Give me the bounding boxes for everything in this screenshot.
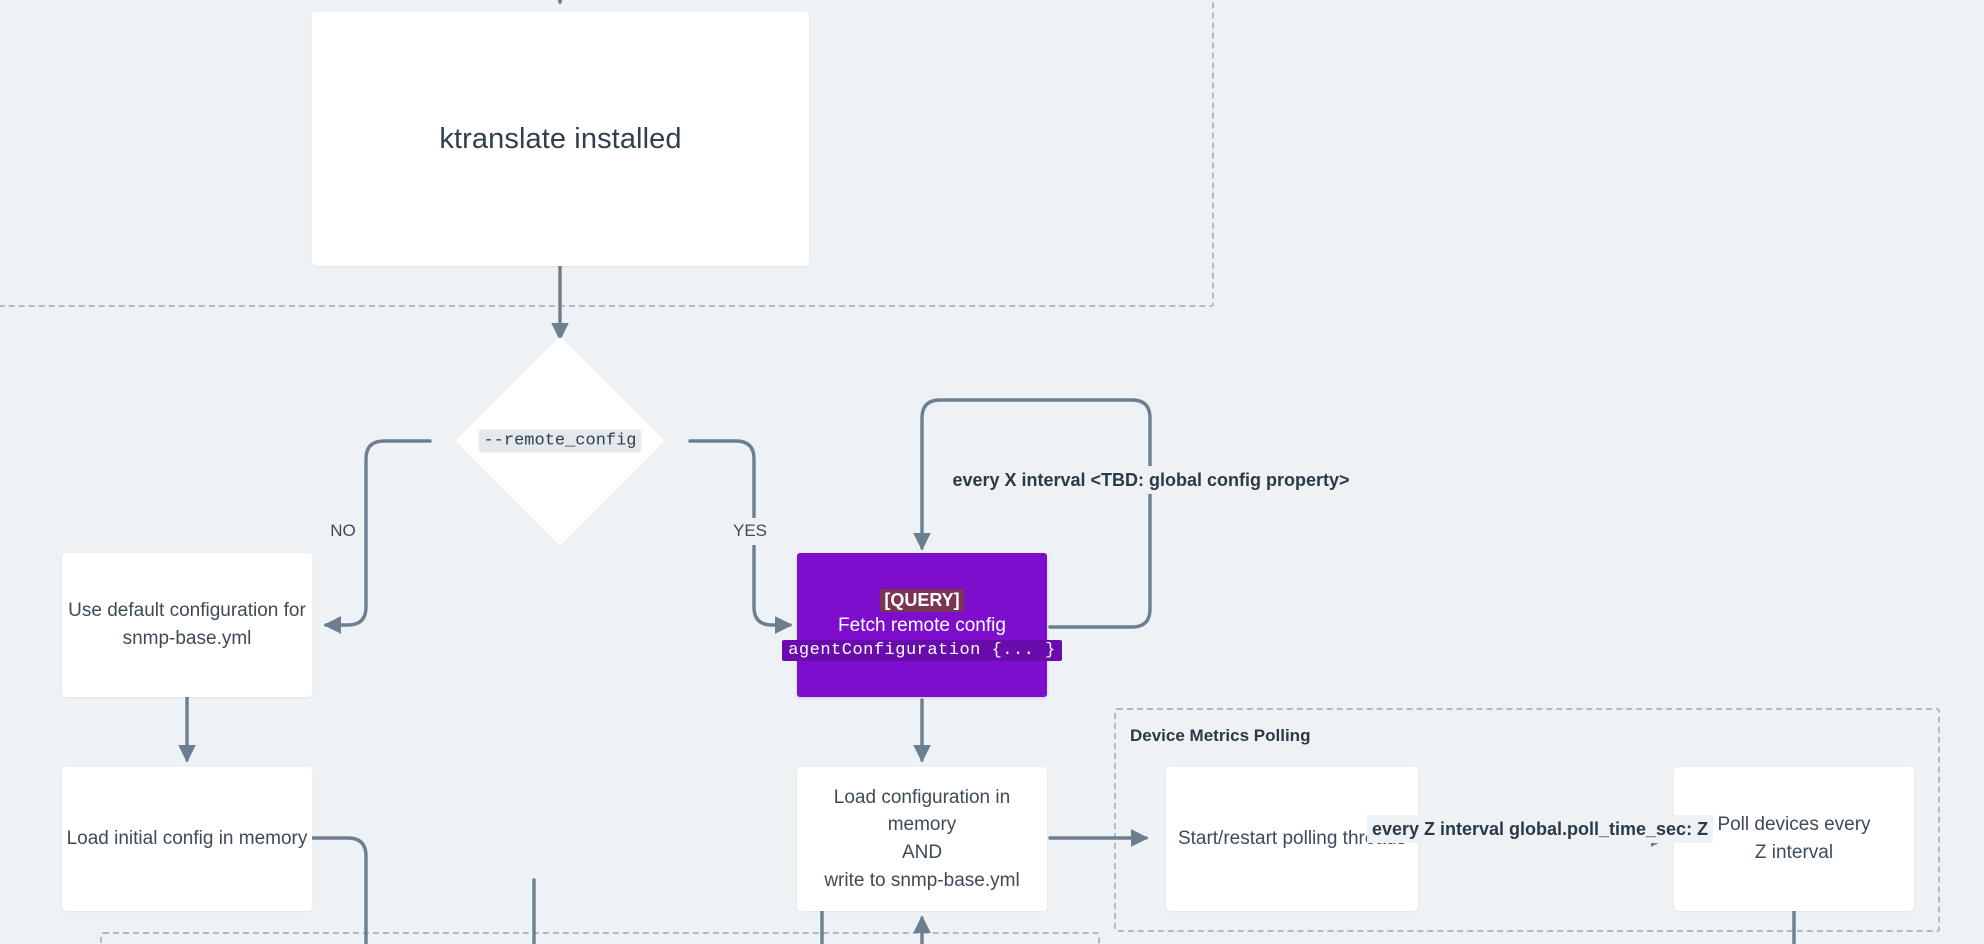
group-config-region [100,932,1100,944]
node-ktranslate-installed[interactable]: ktranslate installed [312,12,809,266]
node-fetch-remote-config-title: Fetch remote config [838,614,1006,636]
node-remote-config-decision[interactable]: --remote_config [430,336,690,546]
node-fetch-remote-config-tag: [QUERY] [880,588,964,612]
group-install-region [0,0,1214,307]
node-load-configuration[interactable]: Load configuration in memory AND write t… [797,767,1047,911]
node-use-default-config-label: Use default configuration for snmp-base.… [68,600,306,649]
node-load-configuration-label: Load configuration in memory AND write t… [824,786,1020,891]
group-device-metrics-polling-title: Device Metrics Polling [1130,726,1311,745]
edge-label-every-z-interval: every Z interval global.poll_time_sec: Z [1366,815,1714,844]
node-poll-devices[interactable]: Poll devices every Z interval [1674,767,1914,911]
edge-label-every-x-interval: every X interval <TBD: global config pro… [947,466,1355,495]
node-poll-devices-label: Poll devices every Z interval [1717,814,1871,863]
node-ktranslate-installed-label: ktranslate installed [439,122,682,155]
node-remote-config-decision-label: --remote_config [478,429,642,453]
node-fetch-remote-config-code: agentConfiguration {... } [782,640,1062,662]
node-load-initial-config-label: Load initial config in memory [66,828,308,850]
edge-label-no: NO [325,518,361,545]
node-fetch-remote-config[interactable]: [QUERY] Fetch remote config agentConfigu… [782,553,1062,697]
node-load-initial-config[interactable]: Load initial config in memory [62,767,312,911]
group-device-metrics-polling [1114,708,1940,932]
edge-label-yes: YES [727,518,773,545]
node-use-default-config[interactable]: Use default configuration for snmp-base.… [62,553,312,697]
